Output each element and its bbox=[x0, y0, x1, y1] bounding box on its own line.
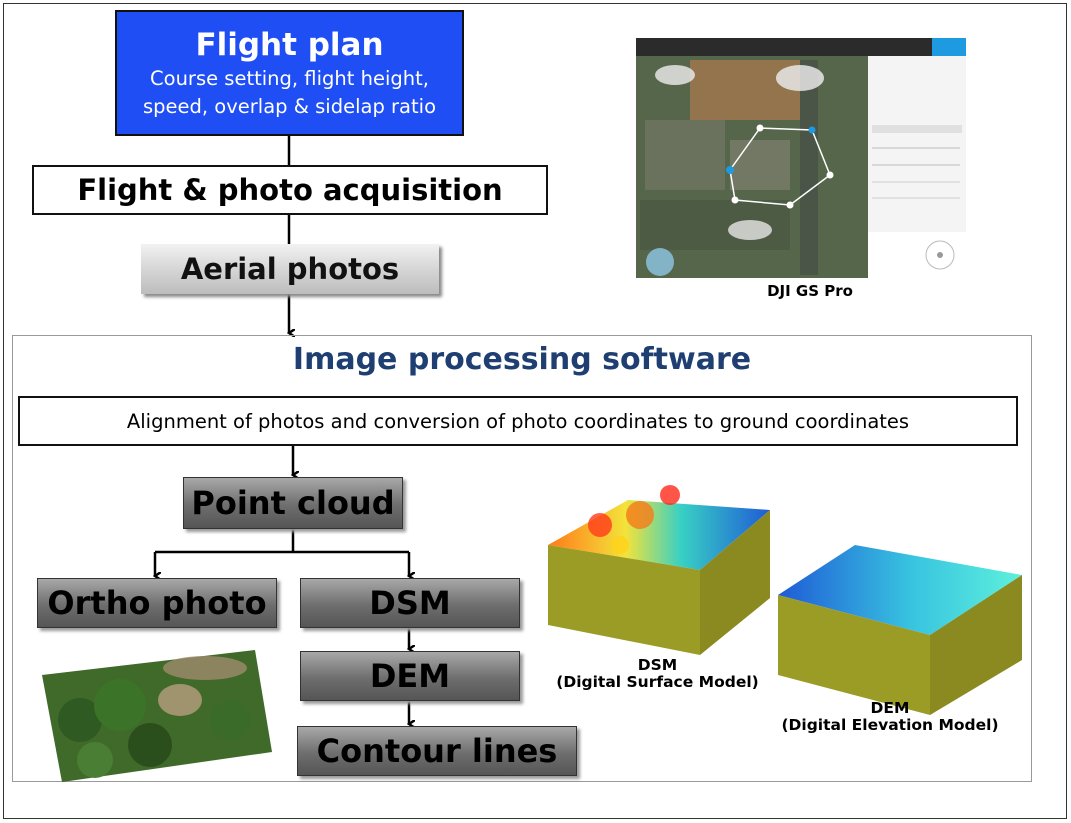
alignment-box: Alignment of photos and conversion of ph… bbox=[18, 396, 1018, 446]
gs-pro-caption: DJI GS Pro bbox=[767, 282, 853, 300]
dsm-caption-full: (Digital Surface Model) bbox=[556, 673, 759, 691]
dsm-caption-title: DSM bbox=[637, 656, 678, 674]
flight-plan-box: Flight plan Course setting, flight heigh… bbox=[115, 10, 464, 136]
flight-plan-title: Flight plan bbox=[195, 27, 384, 63]
dem-caption-title: DEM bbox=[870, 699, 910, 717]
dem-caption: DEM (Digital Elevation Model) bbox=[745, 700, 1035, 734]
aerial-photos-box: Aerial photos bbox=[141, 244, 439, 294]
image-processing-title: Image processing software bbox=[292, 342, 752, 377]
dsm-caption: DSM (Digital Surface Model) bbox=[520, 657, 795, 691]
flight-plan-subtitle-1: Course setting, flight height, bbox=[150, 67, 429, 90]
point-cloud-box: Point cloud bbox=[183, 477, 403, 529]
dem-caption-full: (Digital Elevation Model) bbox=[781, 716, 999, 734]
dem-box: DEM bbox=[300, 651, 520, 701]
flight-plan-subtitle-2: speed, overlap & sidelap ratio bbox=[143, 95, 436, 118]
ortho-photo-box: Ortho photo bbox=[37, 578, 277, 628]
diagram-frame bbox=[3, 3, 1067, 819]
dsm-box: DSM bbox=[300, 578, 520, 628]
contour-lines-box: Contour lines bbox=[297, 726, 577, 776]
image-processing-box bbox=[12, 335, 1032, 782]
flight-acquisition-box: Flight & photo acquisition bbox=[32, 165, 548, 215]
